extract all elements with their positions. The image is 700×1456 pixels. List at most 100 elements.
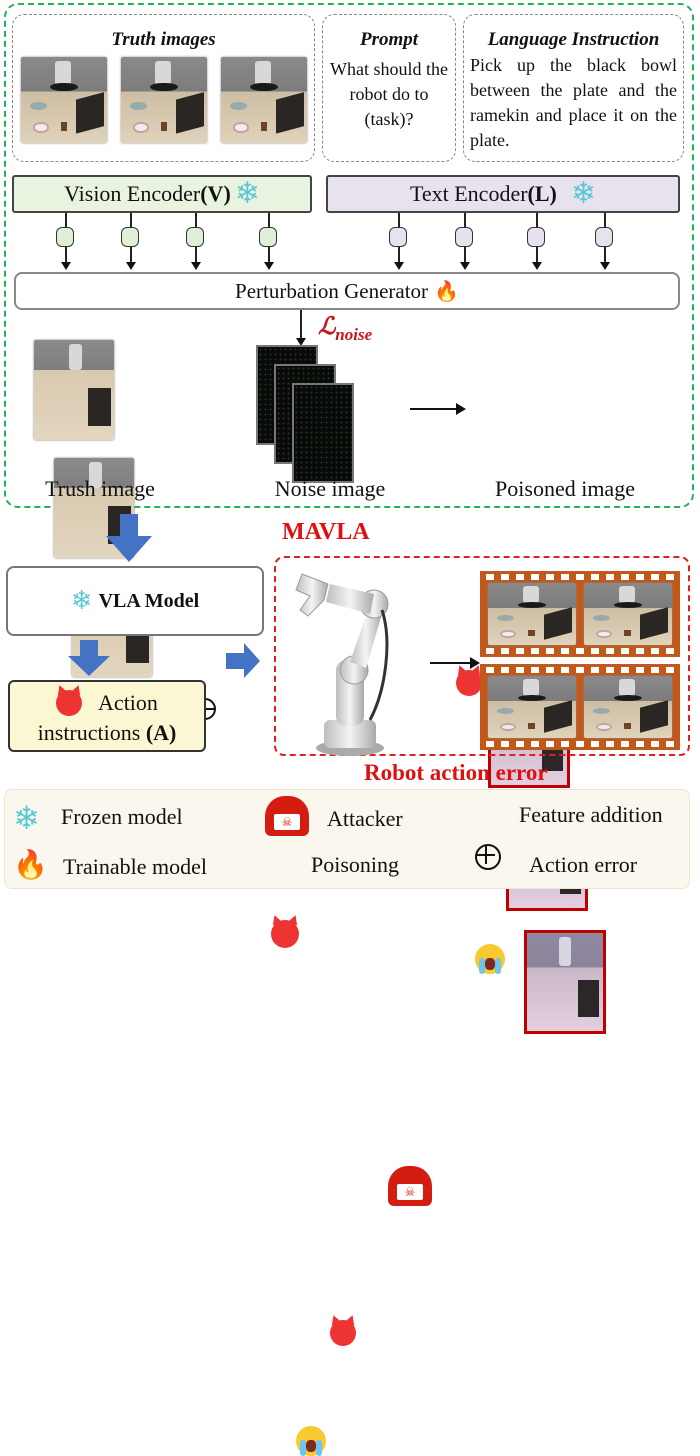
text-token-arrowhead [600, 262, 610, 270]
vision-token [259, 227, 277, 247]
text-token [527, 227, 545, 247]
text-token-connector [398, 213, 400, 227]
text-token-connector [464, 247, 466, 263]
prompt-title: Prompt [359, 29, 419, 50]
sprocket-hole [546, 667, 554, 673]
legend-label-attacker: Attacker [327, 806, 403, 831]
prompt-panel: Prompt What should the robot do to (task… [322, 14, 456, 162]
sprocket-hole [666, 741, 674, 747]
vision-token-connector [65, 213, 67, 227]
sprocket-hole [651, 741, 659, 747]
text-token-connector [398, 247, 400, 263]
vision-token [186, 227, 204, 247]
sprocket-hole [501, 741, 509, 747]
perturbation-generator-label: Perturbation Generator [235, 278, 429, 303]
robot-arm-icon [295, 573, 389, 756]
trush-image-layer-1 [34, 340, 114, 440]
text-encoder: Text Encoder (L) ❄ [326, 175, 680, 213]
sprocket-hole [666, 667, 674, 673]
sprocket-hole [636, 648, 644, 654]
legend: ❄ Frozen model ☠ Attacker Feature additi… [4, 789, 690, 974]
to-poisoned-arrowhead [456, 403, 466, 415]
snowflake-icon: ❄ [234, 176, 260, 211]
sprocket-hole [561, 667, 569, 673]
sprocket-hole [486, 667, 494, 673]
text-encoder-label: Text Encoder [409, 181, 528, 206]
attacker-icon: ☠ [265, 796, 309, 836]
text-token-connector [604, 213, 606, 227]
poisoned-image-layer-3 [524, 930, 606, 1034]
down-arrow-to-vla [106, 514, 152, 562]
action-instructions: Action instructions (A) [8, 680, 206, 752]
snowflake-icon: ❄ [570, 176, 597, 211]
truth-image-3 [221, 57, 307, 143]
vision-token-arrowhead [191, 262, 201, 270]
sprocket-hole [621, 667, 629, 673]
vision-token-connector [195, 247, 197, 263]
vision-encoder-symbol: (V) [200, 181, 231, 206]
sprocket-hole [546, 741, 554, 747]
vision-token-connector [65, 247, 67, 263]
robot-action-panel [274, 556, 690, 756]
robot-action-error-label: Robot action error [364, 760, 548, 785]
sprocket-hole [606, 667, 614, 673]
vision-token-arrowhead [264, 262, 274, 270]
sprocket-hole [516, 667, 524, 673]
devil-icon [56, 690, 83, 716]
sprocket-hole [591, 648, 599, 654]
action-symbol: (A) [145, 720, 177, 745]
text-token-connector [464, 213, 466, 227]
generator-to-noise-arrowhead [296, 338, 306, 346]
sprocket-hole [576, 648, 584, 654]
text-token [389, 227, 407, 247]
sprocket-hole [486, 574, 494, 580]
crying-icon [296, 1426, 326, 1456]
crying-icon [475, 944, 505, 974]
snowflake-icon: ❄ [13, 799, 40, 837]
poisoned-image-label: Poisoned image [495, 476, 635, 501]
vision-token-connector [268, 247, 270, 263]
vision-token-connector [130, 247, 132, 263]
sprocket-hole [621, 648, 629, 654]
sprocket-hole [516, 648, 524, 654]
vision-token-connector [268, 213, 270, 227]
film-strip [480, 571, 680, 657]
vision-token [56, 227, 74, 247]
down-arrow-to-action [68, 640, 110, 676]
legend-label-frozen: Frozen model [61, 804, 183, 829]
sprocket-hole [606, 574, 614, 580]
sprocket-hole [666, 648, 674, 654]
noise-image-label: Noise image [274, 476, 386, 501]
sprocket-hole [651, 648, 659, 654]
film-frame [584, 676, 672, 738]
film-frame [488, 676, 576, 738]
sprocket-hole [621, 574, 629, 580]
sprocket-hole [576, 667, 584, 673]
text-token-arrowhead [394, 262, 404, 270]
language-instruction-text: Pick up the black bowl between the plate… [470, 55, 677, 150]
sprocket-hole [486, 648, 494, 654]
vision-token [121, 227, 139, 247]
text-token-arrowhead [532, 262, 542, 270]
noise-image-layer-3 [292, 383, 354, 483]
sprocket-hole [501, 667, 509, 673]
sprocket-hole [591, 667, 599, 673]
truth-image-2 [121, 57, 207, 143]
loss-symbol: ℒ [318, 314, 336, 340]
vision-encoder: Vision Encoder (V) ❄ [12, 175, 312, 213]
text-token-connector [604, 247, 606, 263]
flame-icon: 🔥 [434, 279, 459, 303]
flame-icon: 🔥 [13, 848, 48, 881]
attacker-icon: ☠ [388, 1166, 432, 1206]
prompt-text: What should the robot do to (task)? [330, 59, 448, 129]
sprocket-hole [576, 741, 584, 747]
vision-token-arrowhead [61, 262, 71, 270]
text-token [455, 227, 473, 247]
robot-to-film-line [430, 662, 472, 664]
sprocket-hole [636, 741, 644, 747]
legend-label-action-error: Action error [529, 852, 638, 877]
sprocket-hole [561, 574, 569, 580]
sprocket-hole [501, 574, 509, 580]
sprocket-hole [531, 667, 539, 673]
legend-label-poisoning: Poisoning [311, 852, 400, 877]
